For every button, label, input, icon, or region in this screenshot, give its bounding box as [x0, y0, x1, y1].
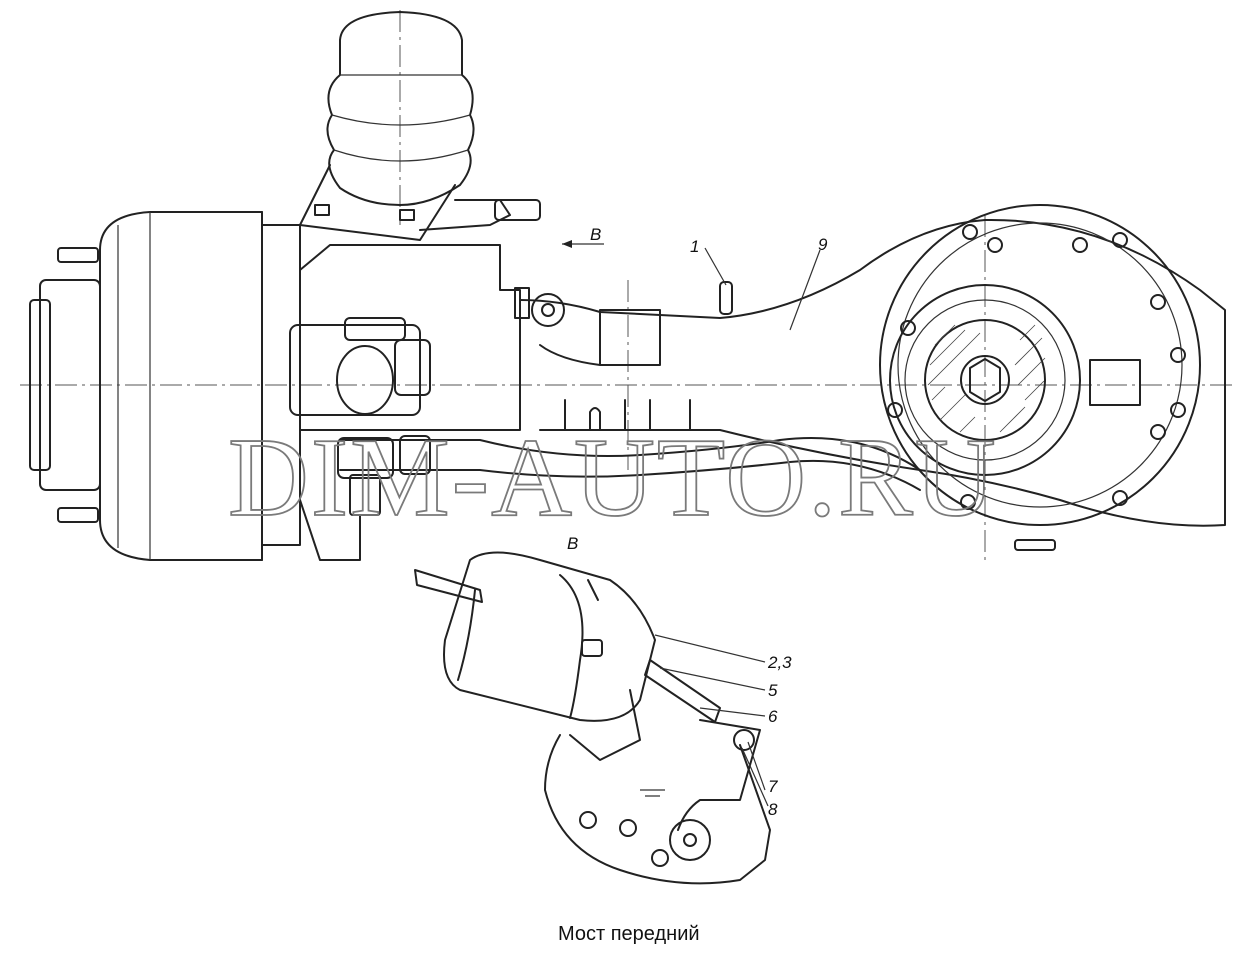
axle-beam: [299, 218, 1226, 561]
air-spring: [299, 11, 541, 241]
center-lines: [20, 10, 1235, 560]
callout-8: 8: [768, 800, 778, 819]
view-marker-b: B: [590, 225, 601, 244]
callout-9: 9: [818, 235, 828, 254]
figure-caption: Мост передний: [558, 923, 700, 945]
leader-lines: [562, 240, 821, 807]
callout-1: 1: [690, 237, 699, 256]
callout-2-3: 2,3: [767, 653, 792, 672]
brake-chamber-detail: [414, 551, 771, 885]
section-label-b: B: [567, 534, 578, 553]
callout-7: 7: [768, 777, 778, 796]
callout-6: 6: [768, 707, 778, 726]
callout-5: 5: [768, 681, 778, 700]
steering-knuckle: [289, 244, 565, 431]
watermark: DIM-AUTO.RU: [228, 416, 998, 540]
final-drive-housing: [879, 204, 1201, 551]
